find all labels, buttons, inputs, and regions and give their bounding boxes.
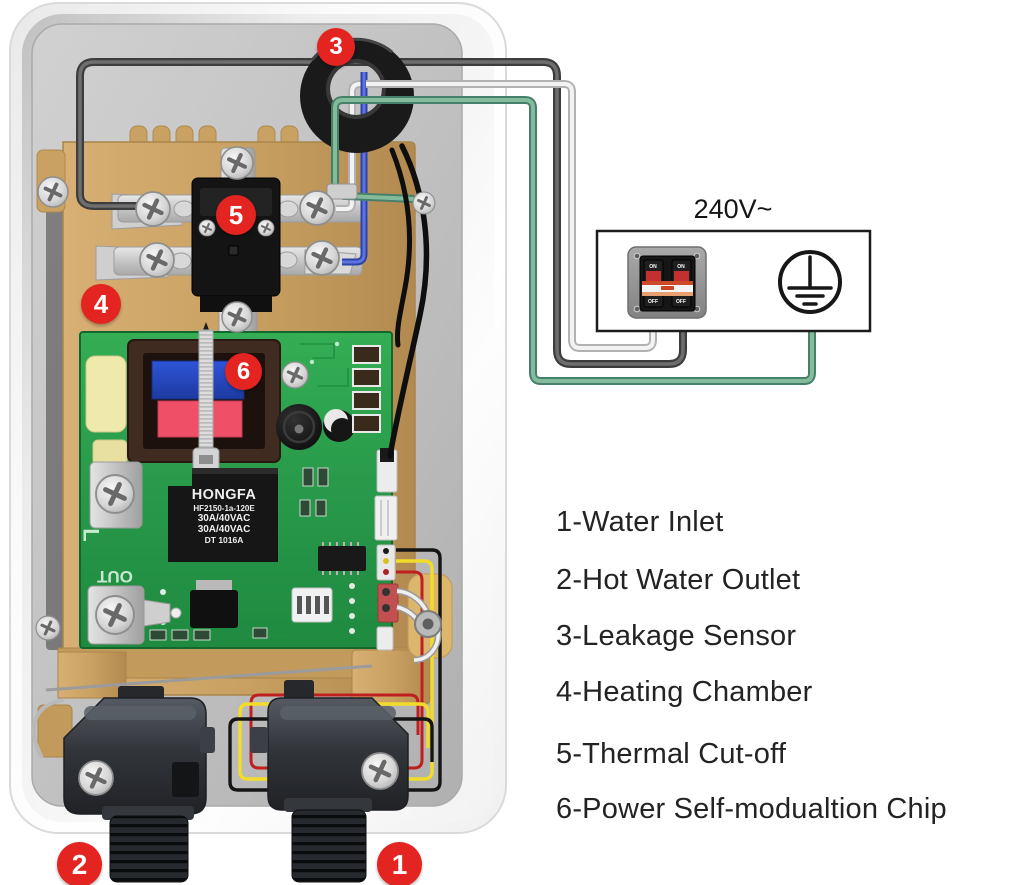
ground-clamp xyxy=(326,183,358,200)
eyelet-wires xyxy=(396,587,442,664)
hot-wire xyxy=(76,58,687,368)
relay-rating-1: 30A/40VAC xyxy=(197,512,251,524)
callout-heating-chamber: 4 xyxy=(81,284,121,324)
switch-on-label-left: ON xyxy=(649,263,657,270)
voltage-label: 240V~ xyxy=(693,194,773,224)
callout-thermal-cutoff: 5 xyxy=(216,195,256,235)
legend-item-3: 3-Leakage Sensor xyxy=(556,620,797,652)
buzzer xyxy=(276,404,322,450)
relay-model: HF2150-1a-120E xyxy=(193,503,255,513)
pcb-marking-out: OUT xyxy=(97,567,133,586)
leakage-sensor-cable xyxy=(387,143,430,459)
neutral-wire xyxy=(366,80,657,352)
relay-brand: HONGFA xyxy=(191,487,257,503)
electrolytic-capacitor xyxy=(323,409,355,442)
callout-power-chip: 6 xyxy=(225,353,262,390)
relay-label: HONGFA HF2150-1a-120E 30A/40VAC 30A/40VA… xyxy=(172,487,276,546)
ic-chip xyxy=(318,542,366,575)
legend-item-4: 4-Heating Chamber xyxy=(556,676,813,708)
blue-wire xyxy=(342,72,368,266)
outlet-pipe-thread xyxy=(109,815,189,883)
heater-unit xyxy=(9,2,816,883)
legend-item-5: 5-Thermal Cut-off xyxy=(556,738,787,770)
breaker-switch xyxy=(627,246,707,319)
switch-off-label-left: OFF xyxy=(648,298,658,305)
switch-on-label-right: ON xyxy=(677,263,685,270)
pcb-edge-connectors xyxy=(374,448,399,651)
relay-date-code: DT 1016A xyxy=(204,534,244,545)
callout-water-inlet: 1 xyxy=(377,842,422,885)
callout-leakage-sensor: 3 xyxy=(317,28,355,66)
inlet-pipe-thread xyxy=(291,809,367,883)
legend-item-1: 1-Water Inlet xyxy=(556,506,724,538)
power-supply-box xyxy=(595,229,872,333)
legend-item-6: 6-Power Self-modualtion Chip xyxy=(556,793,947,825)
film-capacitor xyxy=(85,355,127,433)
power-modulation-transformer xyxy=(127,322,281,473)
control-pcb xyxy=(79,322,393,649)
power-transistor xyxy=(190,590,238,628)
cable-tie xyxy=(198,329,214,451)
callout-hot-water-outlet: 2 xyxy=(57,842,102,885)
relay-rating-2: 30A/40VAC xyxy=(197,524,251,536)
legend-item-2: 2-Hot Water Outlet xyxy=(556,564,801,596)
leakage-sensor xyxy=(300,37,414,153)
hongfa-relay xyxy=(168,468,278,562)
switch-off-label-right: OFF xyxy=(676,298,686,305)
sensor-signal-wires xyxy=(228,548,442,792)
earth-ground-symbol xyxy=(778,250,842,314)
pcb-marking-live: L xyxy=(78,528,104,542)
